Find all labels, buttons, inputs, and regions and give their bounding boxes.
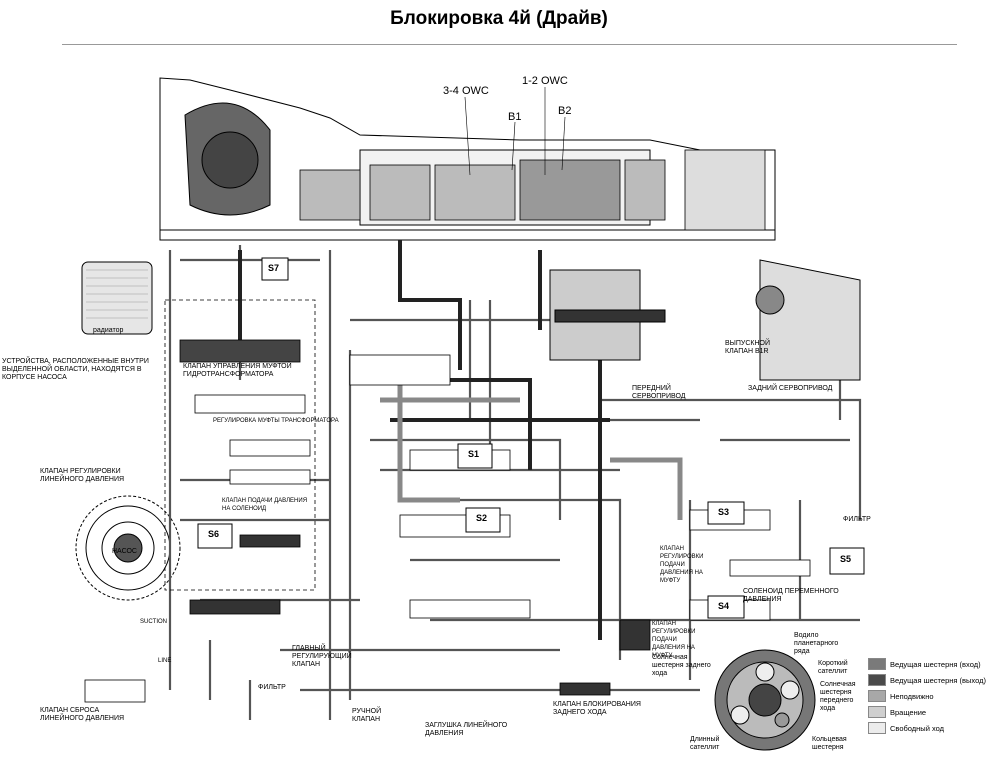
label-line-plug: ЗАГЛУШКА ЛИНЕЙНОГО ДАВЛЕНИЯ [425, 722, 508, 737]
label-ring-gear: Кольцевая шестерня [812, 736, 847, 751]
rear-servo [755, 259, 861, 381]
legend-swatch [868, 674, 886, 686]
label-sun-forward: Солнечная шестерня переднего хода [820, 681, 856, 712]
solenoid-s3: S3 [718, 507, 730, 517]
solenoid-boxes [197, 257, 865, 619]
pump-gear [75, 495, 181, 601]
label-filter-2: ФИЛЬТР [843, 516, 871, 523]
label-var-solenoid: СОЛЕНОИД ПЕРЕМЕННОГО ДАВЛЕНИЯ [743, 588, 839, 603]
label-converter-valve: КЛАПАН УПРАВЛЕНИЯ МУФТОЙ ГИДРОТРАНСФОРМА… [183, 363, 292, 378]
pressure-lines-mid [380, 380, 683, 520]
solenoid-s7: S7 [268, 263, 280, 273]
label-short-satellite: Короткий сателлит [818, 660, 848, 675]
solenoid-s2: S2 [476, 513, 488, 523]
label-filter-1: ФИЛЬТР [258, 684, 286, 691]
label-line-relief: КЛАПАН СБРОСА ЛИНЕЙНОГО ДАВЛЕНИЯ [40, 707, 125, 722]
label-reverse-valve: КЛАПАН БЛОКИРОВАНИЯ ЗАДНЕГО ХОДА [553, 701, 641, 716]
legend: Ведущая шестерня (вход) Ведущая шестерня… [868, 656, 996, 736]
solenoid-s5: S5 [840, 554, 852, 564]
legend-label: Ведущая шестерня (выход) [890, 675, 986, 685]
label-exhaust-b1r: ВЫПУСКНОЙ КЛАПАН B1R [725, 340, 771, 355]
legend-label: Неподвижно [890, 691, 934, 701]
torque-converter [184, 102, 271, 216]
diagram-title: Блокировка 4й (Драйв) [390, 8, 608, 29]
solenoid-s6: S6 [208, 529, 220, 539]
clutch-packs [299, 149, 766, 231]
pump-area-boundary [164, 299, 316, 591]
label-manual-valve: РУЧНОЙ КЛАПАН [352, 708, 382, 723]
legend-swatch [868, 690, 886, 702]
label-main-reg: ГЛАВНЫЙ РЕГУЛИРУЮЩИЙ КЛАПАН [292, 645, 352, 668]
label-sun-reverse: Солнечная шестерня заднего хода [652, 654, 711, 677]
legend-item-freewheel: Свободный ход [868, 720, 996, 736]
valve-bodies [84, 339, 811, 703]
label-line: LINE [158, 658, 172, 664]
label-radiator: радиатор [93, 327, 124, 334]
label-front-servo: ПЕРЕДНИЙ СЕРВОПРИВОД [632, 385, 686, 400]
legend-label: Ведущая шестерня (вход) [890, 659, 981, 669]
legend-swatch [868, 658, 886, 670]
front-servo [549, 269, 666, 361]
legend-swatch [868, 722, 886, 734]
radiator [81, 261, 153, 335]
label-3-4-owc: 3-4 OWC [443, 85, 489, 97]
label-pump: НАСОС [112, 548, 137, 555]
label-suction: SUCTION [140, 619, 167, 625]
planetary-gearset [714, 649, 816, 751]
legend-item-drive-out: Ведущая шестерня (выход) [868, 672, 996, 688]
legend-label: Свободный ход [890, 723, 945, 733]
top-leaders [464, 87, 566, 176]
label-b2: B2 [558, 105, 572, 117]
label-pump-area: УСТРОЙСТВА, РАСПОЛОЖЕННЫЕ ВНУТРИ ВЫДЕЛЕН… [2, 358, 149, 381]
legend-item-drive-in: Ведущая шестерня (вход) [868, 656, 996, 672]
title-divider [62, 44, 957, 45]
legend-swatch [868, 706, 886, 718]
label-rear-servo: ЗАДНИЙ СЕРВОПРИВОД [748, 385, 833, 392]
legend-label: Вращение [890, 707, 927, 717]
legend-item-rotation: Вращение [868, 704, 996, 720]
solenoid-s1: S1 [468, 449, 480, 459]
label-clutch-reg-2: КЛАПАН РЕГУЛИРОВКИ ПОДАЧИ ДАВЛЕНИЯ НА МУ… [652, 621, 696, 659]
label-line-reg-valve: КЛАПАН РЕГУЛИРОВКИ ЛИНЕЙНОГО ДАВЛЕНИЯ [40, 468, 125, 483]
legend-item-fixed: Неподвижно [868, 688, 996, 704]
label-solenoid-feed: КЛАПАН ПОДАЧИ ДАВЛЕНИЯ НА СОЛЕНОИД [222, 498, 308, 512]
label-converter-reg: РЕГУЛИРОВКА МУФТЫ ТРАНСФОРМАТОРА [213, 418, 339, 424]
label-b1: B1 [508, 111, 522, 123]
label-clutch-reg-1: КЛАПАН РЕГУЛИРОВКИ ПОДАЧИ ДАВЛЕНИЯ НА МУ… [660, 546, 704, 584]
label-1-2-owc: 1-2 OWC [522, 75, 568, 87]
label-long-satellite: Длинный сателлит [690, 736, 720, 751]
solenoid-s4: S4 [718, 601, 730, 611]
label-carrier: Водило планетарного ряда [794, 632, 839, 655]
